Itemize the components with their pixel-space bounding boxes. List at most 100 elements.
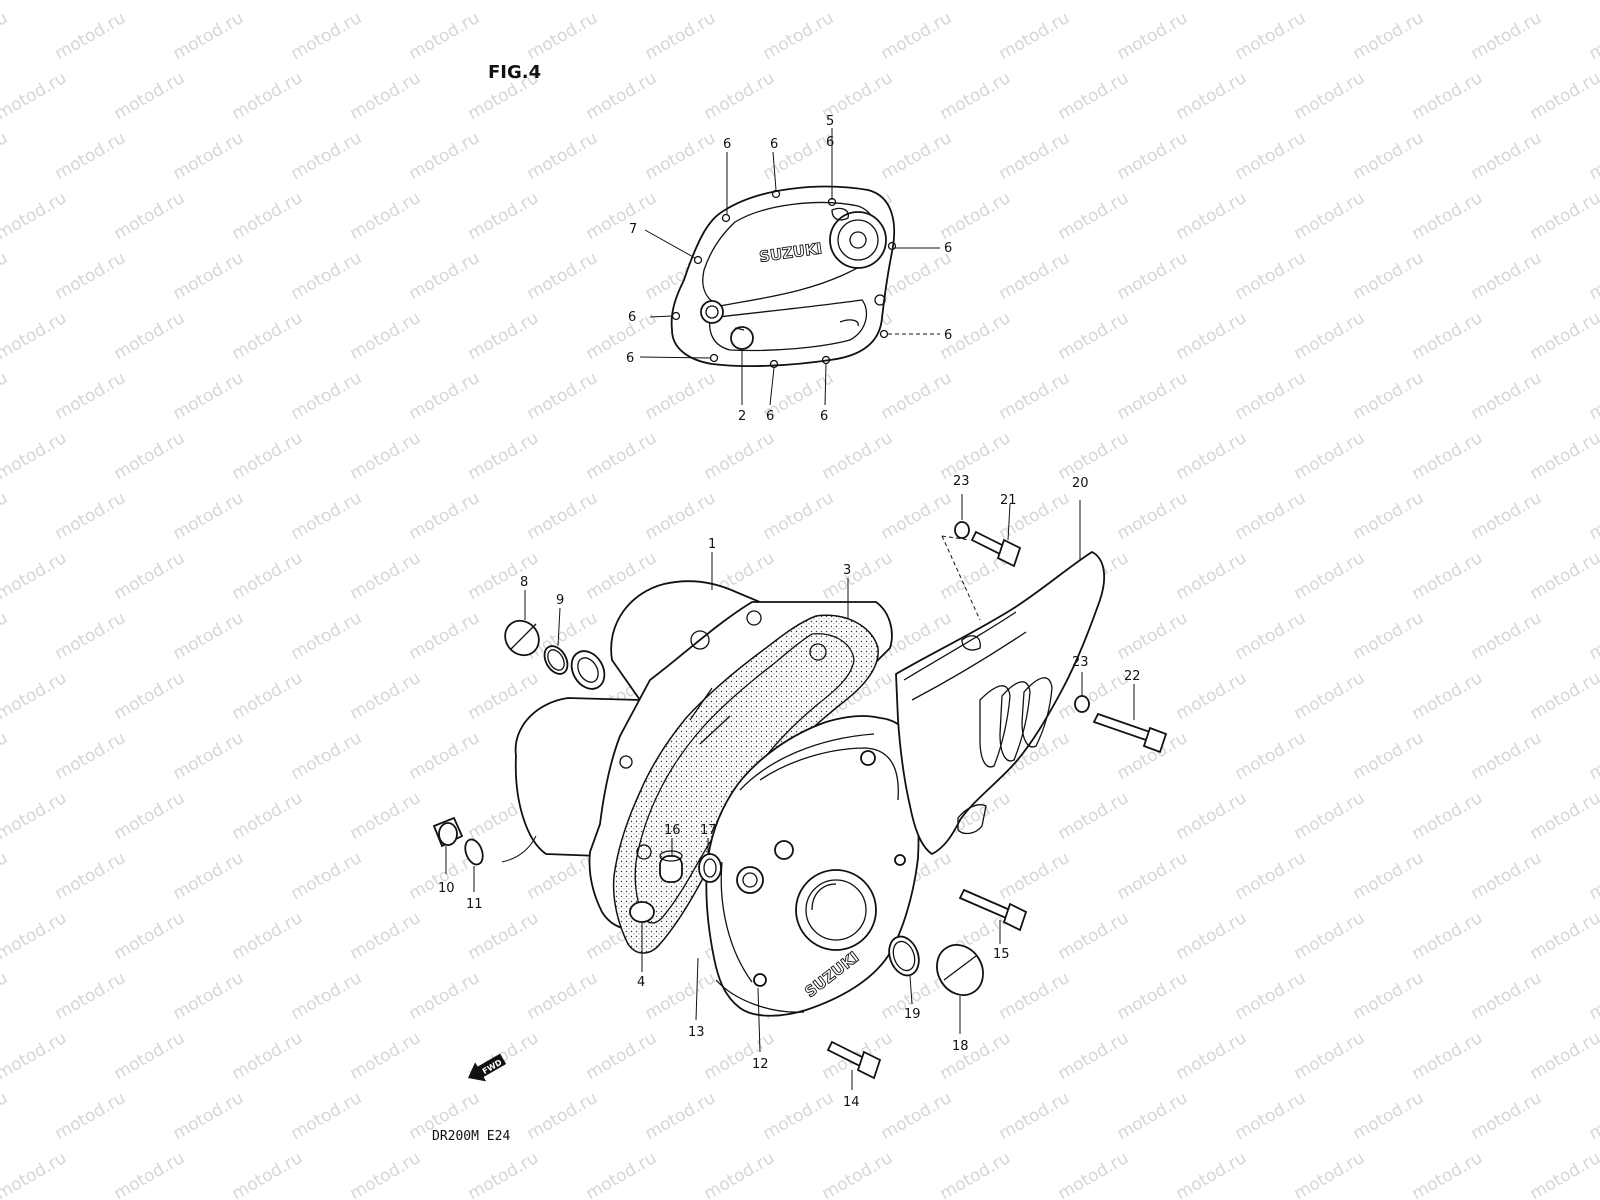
watermark-text: motod.ru <box>0 188 70 244</box>
watermark-text: motod.ru <box>878 8 956 64</box>
callout-6-top-mid: 6 <box>770 137 778 152</box>
watermark-text: motod.ru <box>1291 68 1369 124</box>
callout-9: 9 <box>556 593 564 608</box>
watermark-text: motod.ru <box>1468 728 1546 784</box>
watermark-text: motod.ru <box>1055 788 1133 844</box>
watermark-text: motod.ru <box>1350 728 1428 784</box>
clutch-cover-inner-outline <box>702 201 879 307</box>
watermark-text: motod.ru <box>465 0 543 4</box>
callout-12: 12 <box>752 1057 769 1072</box>
watermark-text: motod.ru <box>1232 488 1310 544</box>
bolt-14 <box>826 1040 882 1080</box>
watermark-text: motod.ru <box>1173 788 1251 844</box>
watermark-text: motod.ru <box>1232 968 1310 1024</box>
watermark-text: motod.ru <box>1527 68 1600 124</box>
watermark-text: motod.ru <box>1055 68 1133 124</box>
watermark-text: motod.ru <box>1232 128 1310 184</box>
watermark-text: motod.ru <box>524 968 602 1024</box>
watermark-text: motod.ru <box>878 1088 956 1144</box>
watermark-text: motod.ru <box>1409 788 1487 844</box>
watermark-text: motod.ru <box>111 428 189 484</box>
watermark-text: motod.ru <box>111 308 189 364</box>
watermark-text: motod.ru <box>996 128 1074 184</box>
callout-6-right-lower: 6 <box>944 328 952 343</box>
watermark-text: motod.ru <box>1409 68 1487 124</box>
watermark-text: motod.ru <box>1409 0 1487 4</box>
watermark-text: motod.ru <box>1232 368 1310 424</box>
watermark-text: motod.ru <box>1173 548 1251 604</box>
watermark-text: motod.ru <box>1055 188 1133 244</box>
watermark-text: motod.ru <box>229 308 307 364</box>
callout-13: 13 <box>688 1025 705 1040</box>
watermark-text: motod.ru <box>642 128 720 184</box>
watermark-text: motod.ru <box>524 128 602 184</box>
callout-14: 14 <box>843 1095 860 1110</box>
watermark-text: motod.ru <box>701 68 779 124</box>
watermark-text: motod.ru <box>347 188 425 244</box>
watermark-text: motod.ru <box>1468 968 1546 1024</box>
watermark-text: motod.ru <box>229 0 307 4</box>
callout-16: 16 <box>664 823 681 838</box>
watermark-text: motod.ru <box>1409 1028 1487 1084</box>
watermark-text: motod.ru <box>170 728 248 784</box>
watermark-text: motod.ru <box>1409 908 1487 964</box>
watermark-text: motod.ru <box>1468 128 1546 184</box>
watermark-text: motod.ru <box>229 788 307 844</box>
watermark-text: motod.ru <box>0 728 11 784</box>
watermark-text: motod.ru <box>347 1028 425 1084</box>
watermark-text: motod.ru <box>465 908 543 964</box>
top-leaders <box>639 128 940 406</box>
dowel-pin-4 <box>629 901 655 923</box>
watermark-text: motod.ru <box>0 668 70 724</box>
watermark-text: motod.ru <box>1173 308 1251 364</box>
watermark-text: motod.ru <box>0 308 70 364</box>
watermark-text: motod.ru <box>229 908 307 964</box>
watermark-text: motod.ru <box>170 608 248 664</box>
watermark-text: motod.ru <box>406 368 484 424</box>
watermark-text: motod.ru <box>111 0 189 4</box>
watermark-text: motod.ru <box>288 848 366 904</box>
callout-15: 15 <box>993 947 1010 962</box>
watermark-text: motod.ru <box>229 668 307 724</box>
watermark-text: motod.ru <box>0 8 11 64</box>
o-ring-19 <box>888 935 920 977</box>
watermark-text: motod.ru <box>1350 8 1428 64</box>
callout-6-top-right: 6 <box>826 135 834 150</box>
watermark-text: motod.ru <box>1468 488 1546 544</box>
watermark-text: motod.ru <box>583 1028 661 1084</box>
watermark-text: motod.ru <box>1527 788 1600 844</box>
watermark-text: motod.ru <box>406 608 484 664</box>
watermark-text: motod.ru <box>1173 908 1251 964</box>
callout-22: 22 <box>1124 669 1141 684</box>
watermark-text: motod.ru <box>1055 1148 1133 1200</box>
watermark-text: motod.ru <box>0 548 70 604</box>
watermark-text: motod.ru <box>1527 548 1600 604</box>
watermark-text: motod.ru <box>1291 788 1369 844</box>
watermark-text: motod.ru <box>0 368 11 424</box>
watermark-text: motod.ru <box>465 1148 543 1200</box>
watermark-text: motod.ru <box>170 488 248 544</box>
callout-7: 7 <box>629 222 637 237</box>
watermark-text: motod.ru <box>937 428 1015 484</box>
callout-17: 17 <box>700 823 717 838</box>
watermark-text: motod.ru <box>1232 608 1310 664</box>
watermark-text: motod.ru <box>111 1028 189 1084</box>
watermark-text: motod.ru <box>0 908 70 964</box>
dowel-pin-16 <box>659 855 683 883</box>
watermark-text: motod.ru <box>1055 908 1133 964</box>
callout-11: 11 <box>466 897 483 912</box>
watermark-text: motod.ru <box>996 8 1074 64</box>
watermark-text: motod.ru <box>1409 548 1487 604</box>
watermark-text: motod.ru <box>1291 908 1369 964</box>
watermark-text: motod.ru <box>1173 668 1251 724</box>
watermark-text: motod.ru <box>1468 608 1546 664</box>
callout-19: 19 <box>904 1007 921 1022</box>
bolt-22 <box>1092 712 1168 754</box>
watermark-text: motod.ru <box>1527 428 1600 484</box>
watermark-text: motod.ru <box>1586 1088 1600 1144</box>
watermark-text: motod.ru <box>170 968 248 1024</box>
watermark-text: motod.ru <box>288 128 366 184</box>
watermark-text: motod.ru <box>52 1088 130 1144</box>
